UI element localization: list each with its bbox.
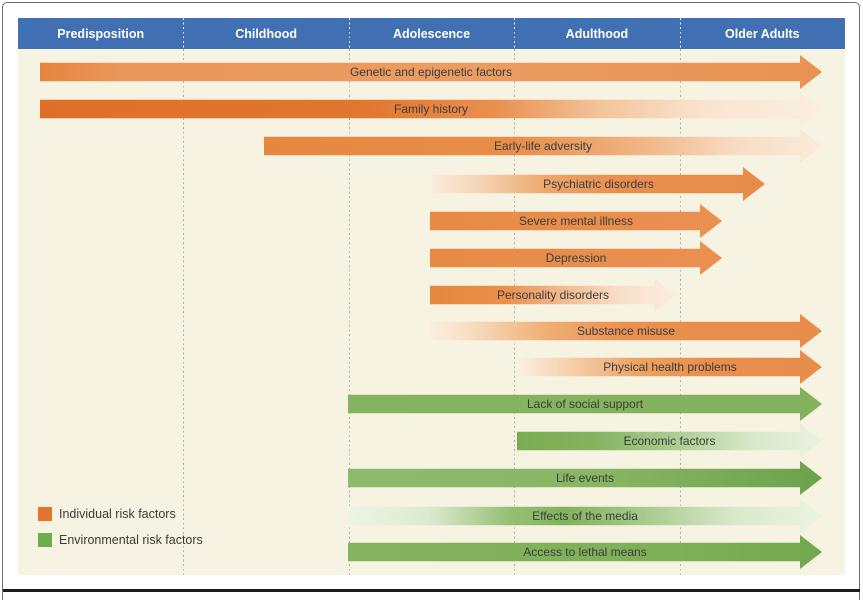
stage-childhood: Childhood	[235, 26, 297, 41]
stage-divider	[514, 49, 516, 575]
arrow-label: Lack of social support	[526, 397, 644, 411]
arrow-lack-of-social-support	[348, 387, 822, 421]
header-separator	[679, 18, 681, 49]
arrow-economic-factors	[517, 424, 822, 458]
legend-label: Individual risk factors	[59, 506, 176, 521]
arrow-label: Life events	[555, 471, 615, 485]
arrow-label: Substance misuse	[576, 324, 676, 338]
timeline-panel: Individual risk factors Environmental ri…	[18, 49, 845, 575]
arrow-early-life-adversity	[264, 129, 822, 163]
legend-label: Environmental risk factors	[59, 532, 203, 547]
arrow-label: Severe mental illness	[518, 214, 634, 228]
arrow-life-events	[348, 461, 822, 495]
arrow-genetic-and-epigenetic-factors	[40, 55, 822, 89]
environmental-color-swatch	[38, 532, 52, 547]
individual-color-swatch	[38, 506, 52, 521]
arrow-label: Economic factors	[623, 434, 716, 448]
legend: Individual risk factors Environmental ri…	[38, 506, 203, 558]
stage-divider	[183, 49, 185, 575]
stage-adolescence: Adolescence	[392, 26, 471, 41]
stage-older-adults: Older Adults	[725, 26, 800, 41]
stage-predisposition: Predisposition	[57, 26, 145, 41]
arrow-label: Psychiatric disorders	[543, 177, 654, 191]
arrow-label: Personality disorders	[496, 288, 610, 302]
arrow-label: Genetic and epigenetic factors	[349, 65, 513, 79]
header-separator	[348, 18, 350, 49]
legend-item-individual: Individual risk factors	[38, 506, 203, 521]
arrow-physical-health-problems	[518, 350, 822, 384]
arrow-effects-of-the-media	[348, 499, 822, 533]
arrow-label: Access to lethal means	[523, 545, 647, 559]
arrow-label: Effects of the media	[532, 509, 638, 523]
stage-adulthood: Adulthood	[565, 26, 629, 41]
arrow-label: Physical health problems	[603, 360, 737, 374]
arrow-psychiatric-disorders	[432, 167, 765, 201]
arrow-label: Early-life adversity	[493, 139, 593, 153]
arrow-label: Depression	[545, 251, 607, 265]
header-separator	[183, 18, 185, 49]
stage-divider	[348, 49, 350, 575]
arrow-label: Family history	[393, 102, 469, 116]
arrow-depression	[430, 241, 722, 275]
arrows-canvas	[40, 55, 822, 569]
stage-divider	[679, 49, 681, 575]
arrow-severe-mental-illness	[430, 204, 722, 238]
life-stage-header: Predisposition Childhood Adolescence Adu…	[18, 18, 845, 49]
header-separator	[514, 18, 516, 49]
arrow-family-history	[40, 92, 822, 126]
arrow-substance-misuse	[430, 314, 822, 348]
arrow-access-to-lethal-means	[348, 535, 822, 569]
caption-rule	[3, 589, 860, 592]
legend-item-environmental: Environmental risk factors	[38, 532, 203, 547]
arrow-personality-disorders	[430, 278, 676, 312]
